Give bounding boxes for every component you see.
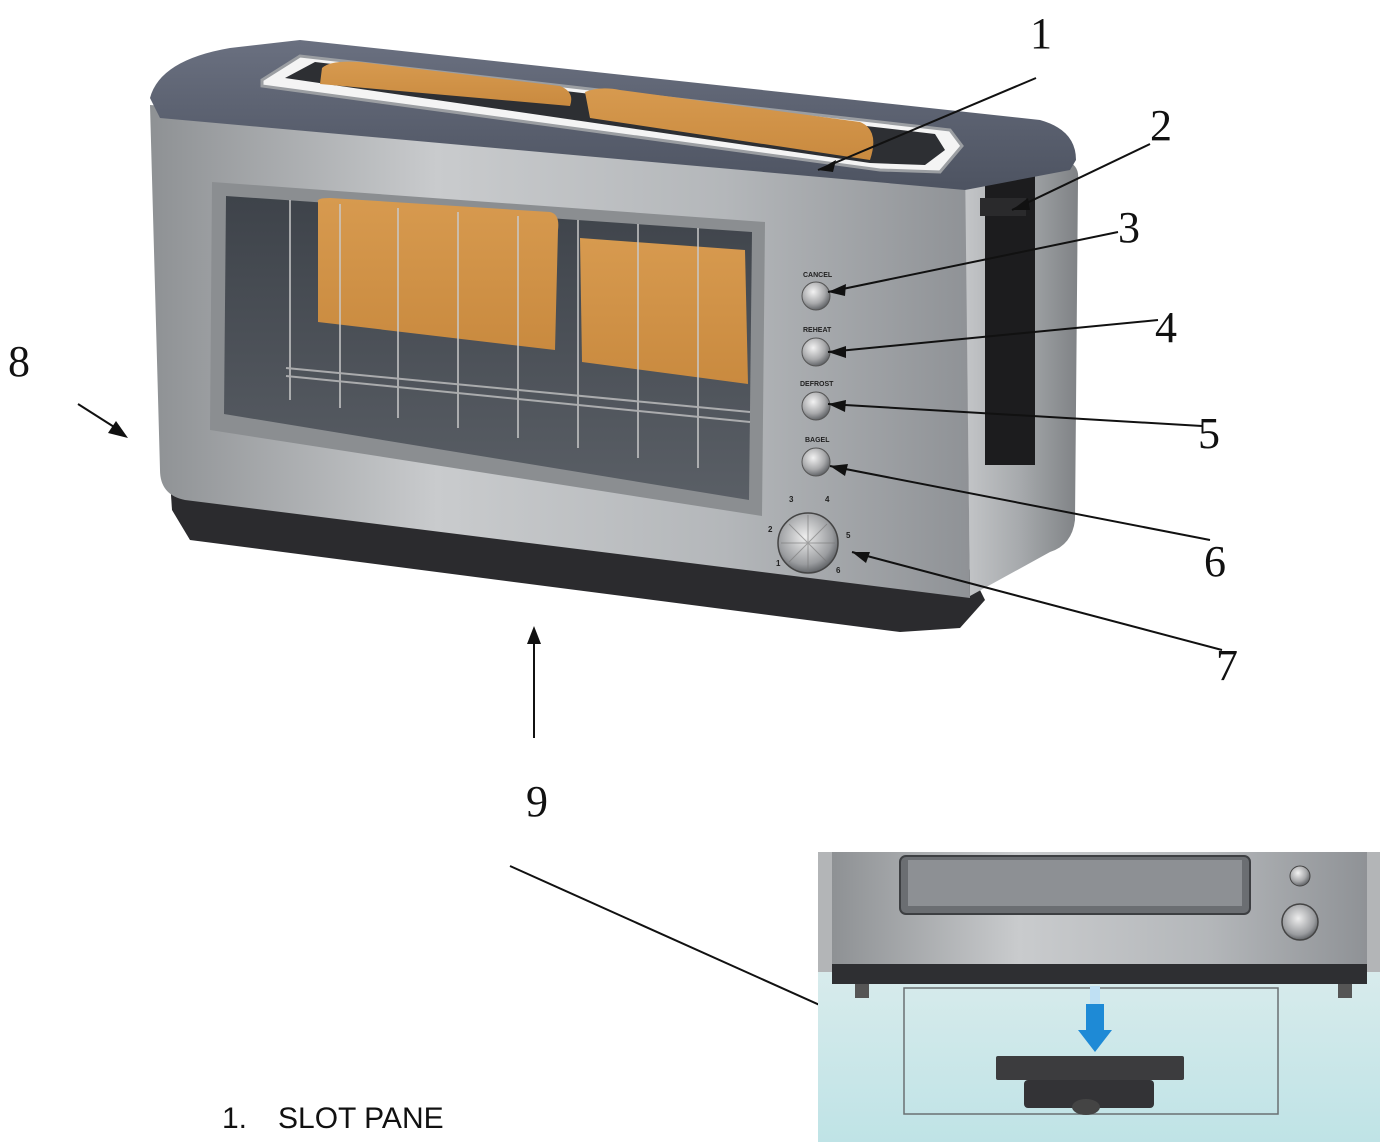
- reheat-button[interactable]: [801, 337, 831, 367]
- arrow-9-head: [527, 626, 541, 644]
- cancel-label: CANCEL: [803, 272, 833, 279]
- bagel-label: BAGEL: [805, 437, 830, 444]
- callout-4: 4: [1155, 303, 1177, 352]
- callout-7: 7: [1216, 641, 1238, 690]
- bagel-button[interactable]: [801, 447, 831, 477]
- arrow-8-head: [108, 421, 128, 438]
- dial-number-5: 5: [846, 531, 851, 540]
- callout-3: 3: [1118, 203, 1140, 252]
- toast-slot-left: [320, 61, 572, 106]
- dial-number-1: 1: [776, 559, 781, 568]
- defrost-button[interactable]: [801, 391, 831, 421]
- legend-item: 1. SLOT PANE: [222, 1102, 444, 1136]
- dial-number-4: 4: [825, 495, 830, 504]
- heating-wires: [285, 200, 751, 468]
- callout-8: 8: [8, 337, 30, 386]
- toast-slot-right: [585, 88, 874, 160]
- callout-9: 9: [526, 777, 548, 826]
- callout-5: 5: [1198, 409, 1220, 458]
- legend-number: 1.: [222, 1102, 248, 1135]
- dial-number-6: 6: [836, 566, 841, 575]
- toast-window-left: [317, 198, 559, 350]
- callout-2: 2: [1150, 101, 1172, 150]
- reheat-label: REHEAT: [803, 327, 832, 334]
- cancel-button[interactable]: [801, 281, 831, 311]
- callout-6: 6: [1204, 537, 1226, 586]
- crumb-tray: [996, 1056, 1184, 1080]
- toast-window-right: [580, 238, 748, 384]
- lever-icon: [980, 198, 1026, 216]
- control-buttons: CANCEL REHEAT DEFROST BAGEL: [800, 272, 834, 477]
- callout-1: 1: [1030, 9, 1052, 58]
- legend-label: SLOT PANE: [278, 1102, 444, 1135]
- defrost-label: DEFROST: [800, 381, 834, 388]
- dial-number-3: 3: [789, 495, 794, 504]
- dial-number-2: 2: [768, 525, 773, 534]
- down-arrow-icon: [1078, 1030, 1112, 1052]
- browning-dial-group: 1 2 3 4 5 6: [768, 495, 851, 575]
- inset-photo: [818, 852, 1380, 1142]
